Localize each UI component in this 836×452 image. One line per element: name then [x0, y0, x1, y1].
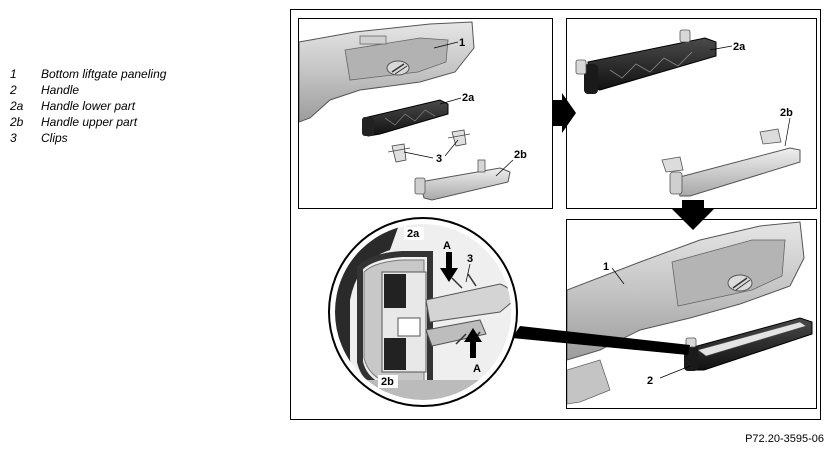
handle-section-dark-top: [384, 274, 406, 308]
handle-upper-part-detached: [675, 147, 801, 197]
paneling-lower-edge: [567, 359, 611, 405]
panel4-artwork: 1 2: [567, 221, 813, 405]
clip-section: [425, 283, 511, 323]
diagram-frame: [290, 9, 821, 420]
upper-part-tab-left: [661, 156, 684, 173]
legend-item: 2a Handle lower part: [10, 98, 166, 114]
lock-icon: [386, 60, 410, 76]
handle-section-dark-bottom: [384, 338, 406, 370]
handle-assembled-peg: [685, 337, 697, 348]
legend-item: 2b Handle upper part: [10, 114, 166, 130]
legend-key: 3: [10, 131, 17, 145]
lower-part-end-left: [584, 64, 598, 94]
callout-p4-2: 2: [647, 375, 653, 387]
callout-p3-a-bottom: A: [473, 363, 481, 375]
legend-item: 1 Bottom liftgate paneling: [10, 66, 166, 82]
upper-part-pin-left: [414, 177, 426, 195]
detail-circle: 2a A 3 A 2b: [328, 217, 518, 407]
callout-p2-2a: 2a: [733, 41, 746, 53]
legend-text: Handle lower part: [41, 99, 136, 113]
callout-p1-1: 1: [459, 37, 465, 49]
clip-prongs: [451, 273, 481, 345]
leader-lines-p2: [709, 45, 791, 147]
leader-p3-3: [465, 263, 471, 283]
arrow-down-icon: [672, 200, 714, 230]
handle-upper-part: [419, 167, 511, 201]
lock-icon-installed: [727, 274, 753, 292]
upper-part-pin-right: [477, 159, 486, 173]
arrow-right-icon: [552, 93, 576, 133]
callout-p3-a-top: A: [443, 240, 451, 252]
handle-lower-end: [362, 117, 374, 136]
lower-part-ribs: [609, 51, 693, 79]
legend-text: Bottom liftgate paneling: [41, 67, 167, 81]
figure-reference: P72.20-3595-06: [745, 433, 824, 445]
leader-lines: [403, 41, 514, 177]
callout-p1-2b: 2b: [514, 149, 527, 161]
paneling-recess-installed: [671, 239, 786, 307]
lower-part-peg-right: [679, 29, 691, 43]
panel2-artwork: 2a 2b: [575, 29, 801, 197]
arrow-a-top-icon: [440, 252, 458, 282]
upper-part-tab-right: [759, 128, 782, 145]
callout-p1-2a: 2a: [462, 92, 475, 104]
callout-bg: [378, 375, 398, 388]
arrow-a-bottom-icon: [464, 328, 482, 358]
callout-p4-1: 1: [603, 261, 609, 273]
legend-item: 3 Clips: [10, 130, 166, 146]
legend-key: 2b: [10, 115, 24, 129]
lower-part-peg-left: [575, 59, 587, 75]
callout-p3-3: 3: [467, 253, 473, 265]
paneling-recess: [344, 37, 449, 81]
handle-lower-part: [363, 99, 449, 137]
callout-p1-3: 3: [436, 153, 442, 165]
legend-key: 2a: [10, 99, 24, 113]
legend-key: 1: [10, 67, 17, 81]
handle-assembled-cover: [697, 321, 807, 357]
handle-lower-ribs: [384, 109, 436, 126]
callout-p2-2b: 2b: [780, 107, 793, 119]
legend-text: Clips: [41, 131, 68, 145]
clip-section-lower: [425, 319, 487, 347]
handle-section-window: [397, 317, 421, 337]
upper-part-pin-2-left: [669, 171, 683, 195]
leader-lines-p4: [611, 267, 691, 379]
legend-text: Handle: [41, 83, 80, 97]
legend-key: 2: [10, 83, 17, 97]
paneling-tab: [359, 35, 387, 45]
handle-lower-part-detached: [587, 37, 717, 91]
zoom-connector: [512, 326, 690, 355]
callout-p3-2a: 2a: [407, 228, 420, 240]
clip-right: [447, 129, 471, 147]
panel1-artwork: 1 2a 3 2b: [299, 21, 527, 201]
clip-left: [387, 143, 411, 163]
callout-p3-2b: 2b: [381, 376, 394, 388]
legend-item: 2 Handle: [10, 82, 166, 98]
callout-bg: [404, 227, 424, 240]
legend-text: Handle upper part: [41, 115, 138, 129]
